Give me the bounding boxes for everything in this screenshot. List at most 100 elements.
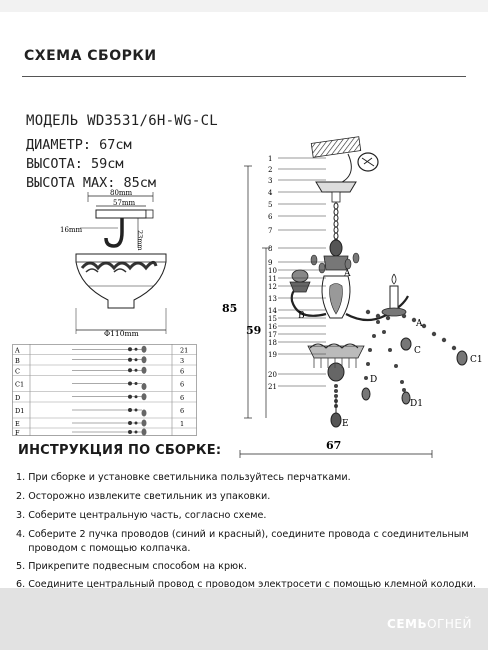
table-row-label: E	[15, 420, 20, 428]
table-row-label: F	[15, 429, 20, 436]
crystal-drop	[318, 262, 326, 274]
part-number-19: 19	[268, 351, 277, 359]
table-row-qty: 21	[180, 346, 188, 354]
crystal-bead	[382, 330, 386, 334]
part-number-14: 14	[268, 307, 277, 315]
part-number-8: 8	[268, 245, 272, 253]
table-row-label: D	[15, 394, 20, 402]
table-row-part-icon	[72, 419, 147, 427]
hook-drawing: 80mm 57mm 16mm 23mm Φ110mm	[60, 189, 167, 338]
page-title: СХЕМА СБОРКИ	[24, 48, 157, 64]
part-number-13: 13	[268, 295, 277, 303]
table-row-qty: 6	[180, 394, 184, 402]
dim-total-label: 85	[222, 302, 237, 315]
instruction-step: 1. При сборке и установке светильника по…	[16, 472, 351, 483]
crystal-bead	[400, 380, 404, 384]
part-number-20: 20	[268, 371, 277, 379]
crystal-bead	[388, 348, 392, 352]
part-number-7: 7	[268, 227, 272, 235]
table-row-qty: 6	[180, 367, 184, 375]
hook-offset-label: 16mm	[60, 226, 83, 234]
part-number-18: 18	[268, 339, 277, 347]
chain-link	[333, 214, 339, 222]
crystal-bead	[401, 313, 407, 319]
part-number-2: 2	[268, 166, 272, 174]
crystal-bead	[411, 317, 417, 323]
brand-bold: СЕМЬ	[387, 617, 428, 631]
canopy-diameter-label: Φ110mm	[104, 329, 139, 338]
callout-e: E	[342, 419, 349, 429]
chain-link	[333, 232, 339, 240]
part-number-6: 6	[268, 213, 273, 221]
instruction-step: проводом с помощью колпачка.	[16, 543, 191, 554]
dim-diameter-label: 67	[326, 439, 341, 452]
header-divider	[22, 76, 466, 77]
chain-link	[333, 208, 339, 216]
chain-link	[333, 226, 339, 234]
table-row-label: C	[15, 367, 20, 375]
crystal-bead	[364, 376, 368, 380]
crystal-bead	[334, 389, 338, 393]
part-number-10: 10	[268, 267, 277, 275]
hook-width-label: 80mm	[110, 189, 133, 197]
table-row-label: B	[15, 357, 20, 365]
table-row-label: A	[14, 346, 20, 354]
part-number-3: 3	[268, 177, 272, 185]
table-row-qty: 3	[180, 357, 184, 365]
callout-c1: C1	[470, 355, 483, 365]
hook-inner-label: 57mm	[113, 199, 136, 207]
crystal-bead	[334, 394, 338, 398]
hook-height-label: 23mm	[136, 230, 144, 251]
instruction-step: 2. Осторожно извлеките светильник из упа…	[16, 491, 271, 502]
crystal-bead	[402, 388, 406, 392]
part-number-11: 11	[268, 275, 277, 283]
part-number-16: 16	[268, 323, 277, 331]
table-row-part-icon	[72, 393, 147, 401]
chain-link	[333, 202, 339, 210]
brand-logo: СЕМЬОГНЕЙ	[387, 617, 472, 631]
crystal-drop	[352, 252, 360, 264]
crystal-drop	[344, 258, 352, 270]
crystal-drop	[310, 254, 318, 266]
table-row-part-icon	[72, 381, 147, 390]
instructions-title: ИНСТРУКЦИЯ ПО СБОРКЕ:	[18, 443, 222, 458]
callout-b: B	[298, 311, 305, 321]
crystal-bead	[368, 348, 372, 352]
instruction-step: 4. Соберите 2 пучка проводов (синий и кр…	[16, 529, 469, 540]
spec-height: ВЫСОТА: 59см	[26, 156, 124, 172]
instruction-step: 6. Соедините центральный провод с провод…	[16, 579, 477, 590]
crystal-bead	[394, 364, 398, 368]
part-number-9: 9	[268, 259, 272, 267]
part-number-5: 5	[268, 201, 272, 209]
brand-normal: ОГНЕЙ	[427, 617, 472, 631]
instruction-step: 3. Соберите центральную часть, согласно …	[16, 510, 267, 521]
table-row-label: D1	[15, 407, 24, 415]
crystal-bead	[441, 337, 447, 343]
spec-diameter: ДИАМЕТР: 67см	[26, 137, 132, 153]
part-number-4: 4	[268, 189, 273, 197]
spec-height-max: ВЫСОТА MAX: 85см	[26, 175, 157, 191]
top-strip	[0, 0, 488, 12]
crystal-bead	[372, 334, 376, 338]
crystal-bead	[431, 331, 437, 337]
footer-bar	[0, 588, 488, 650]
part-number-15: 15	[268, 315, 277, 323]
table-row-label: C1	[15, 381, 24, 389]
part-number-1: 1	[268, 155, 272, 163]
crystal-bead	[385, 315, 391, 321]
crystal-bead	[366, 362, 370, 366]
part-number-21: 21	[268, 383, 277, 391]
crystal-bead	[365, 309, 371, 315]
instruction-step: 5. Прикрепите подвесным способом на крюк…	[16, 561, 247, 572]
table-row-qty: 6	[180, 381, 184, 389]
crystal-bead	[451, 345, 457, 351]
table-row-part-icon	[72, 408, 147, 417]
part-number-17: 17	[268, 331, 277, 339]
callout-c: C	[414, 346, 421, 356]
callout-d: D	[370, 375, 377, 385]
model-name: МОДЕЛЬ WD3531/6H-WG-CL	[26, 113, 219, 129]
table-row-part-icon	[72, 428, 147, 436]
crystal-bead	[376, 320, 380, 324]
